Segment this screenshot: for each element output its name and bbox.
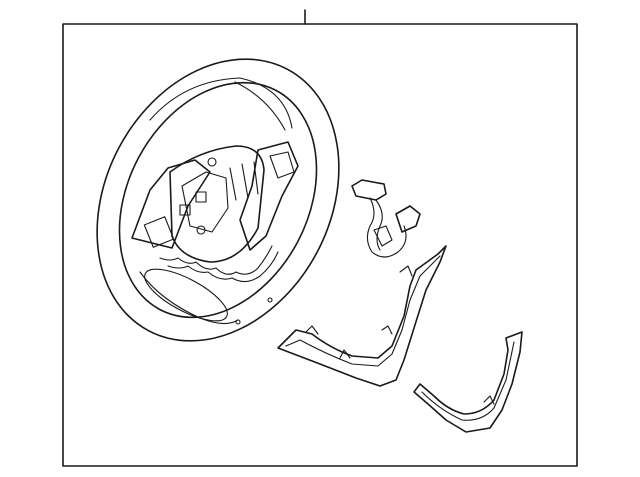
harness-clip: [373, 225, 393, 247]
left-switch-pad: [143, 216, 175, 248]
wheel-lower-grip-oval: [144, 268, 228, 322]
harness-connector-side: [395, 205, 421, 233]
harness-wire-2: [375, 199, 383, 251]
lower-trim-tab-bottom: [339, 349, 351, 359]
lower-trim-tab-top: [399, 265, 413, 277]
wheel-grip-lower: [139, 271, 239, 325]
rim-fastener-1: [235, 319, 241, 325]
lower-trim-inner-edge: [285, 255, 441, 367]
diagram-frame: [62, 23, 578, 467]
wheel-hub: [169, 145, 265, 263]
hub-bolt-hole-2: [196, 225, 206, 235]
wheel-lower-cover-edge-2: [167, 251, 279, 283]
lower-trim-tab-left: [305, 325, 319, 335]
side-trim-outline: [413, 331, 523, 433]
wheel-lower-cover-edge: [159, 245, 273, 275]
wheel-grip-upper: [149, 77, 293, 129]
rim-fastener-2: [267, 297, 273, 303]
side-trim-inner-edge: [421, 341, 515, 421]
wheel-rim-inner: [118, 81, 318, 319]
hub-bracket: [181, 171, 229, 233]
hub-tab-2: [195, 191, 207, 203]
hub-tab-1: [179, 204, 191, 216]
lower-trim-outline: [277, 245, 447, 387]
wheel-rim-outer: [96, 58, 340, 342]
wiring-harness[interactable]: [351, 179, 421, 258]
lower-trim-cover[interactable]: [277, 245, 447, 387]
harness-wire: [366, 197, 407, 258]
harness-connector-top: [351, 179, 387, 201]
hub-vertical-plates: [229, 161, 259, 201]
hub-bolt-hole-1: [207, 157, 217, 167]
steering-wheel[interactable]: [50, 17, 387, 384]
lower-trim-tab-mid: [381, 325, 393, 335]
side-trim-cover[interactable]: [413, 331, 523, 433]
side-trim-tab: [483, 395, 495, 405]
wheel-grip-upper-detail: [234, 81, 286, 131]
right-switch-pad: [269, 151, 295, 179]
